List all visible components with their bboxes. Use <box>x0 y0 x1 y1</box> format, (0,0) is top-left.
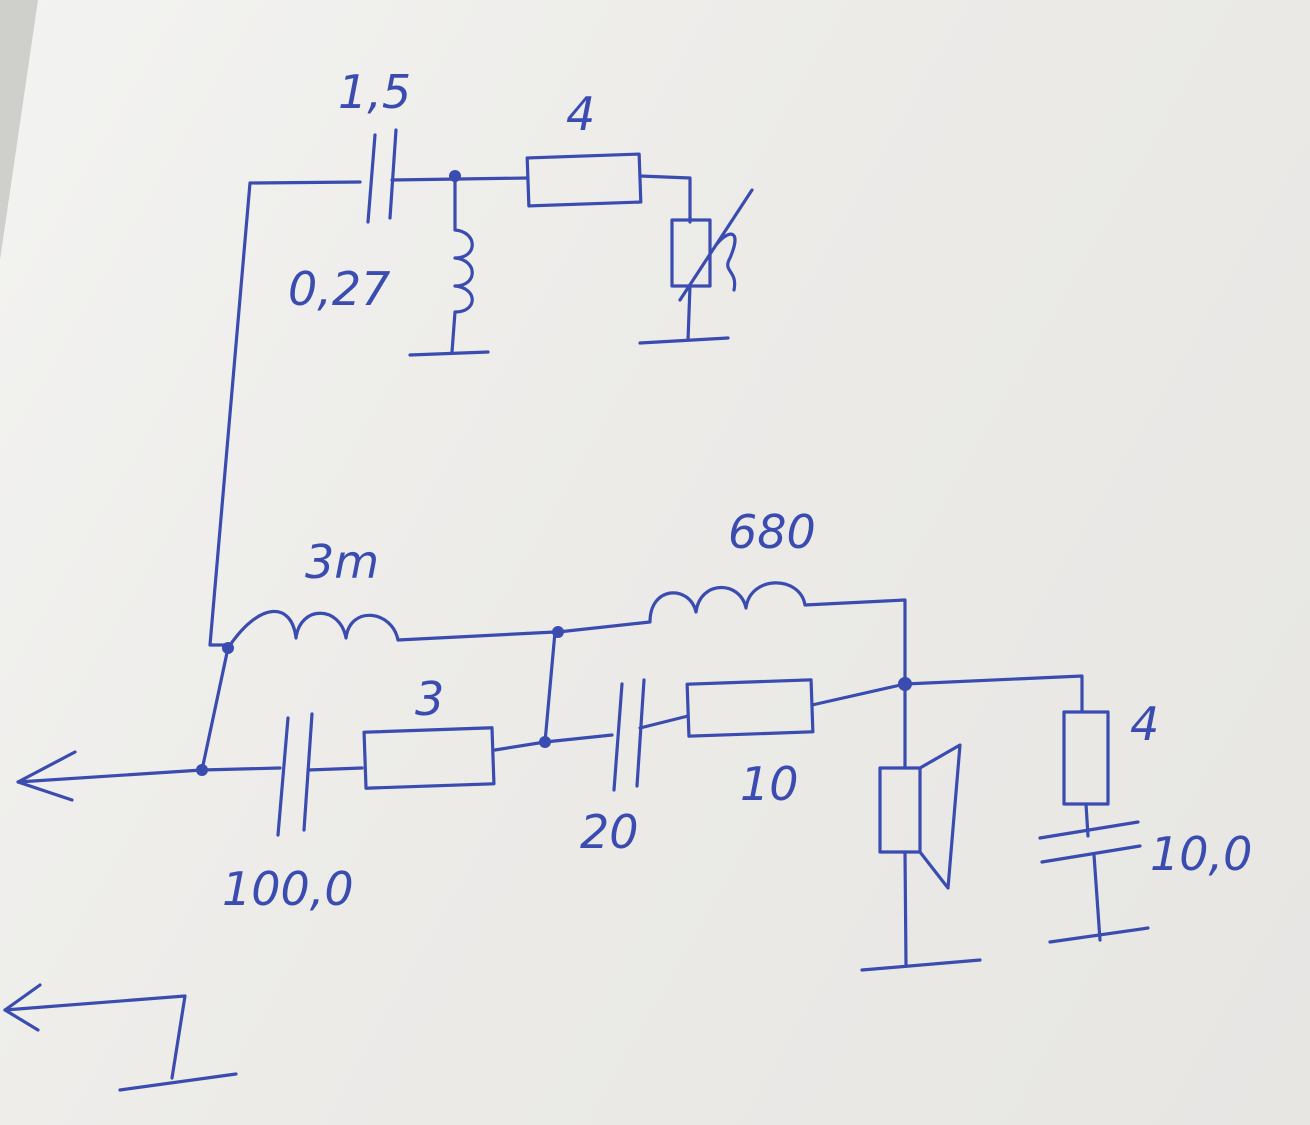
wire-to-c100 <box>200 766 282 772</box>
paper-corner <box>0 0 38 260</box>
label-r-right-4: 4 <box>1130 697 1159 751</box>
label-l-0-27: 0,27 <box>288 262 390 316</box>
top-branch <box>208 128 754 647</box>
speaker-symbol <box>878 743 962 890</box>
label-c-20: 20 <box>580 805 639 859</box>
wire-right-branch <box>903 674 1084 714</box>
capacitor-10-0 <box>1038 820 1142 864</box>
wire-r3-to-junction <box>493 740 547 752</box>
ground-top-left <box>408 350 490 357</box>
resistor-10 <box>685 678 815 738</box>
wire-mid-vertical <box>543 630 557 744</box>
resistor-right-4 <box>1062 710 1110 806</box>
left-feed-wire <box>208 180 362 647</box>
main-network <box>16 581 1150 972</box>
capacitor-100-0 <box>276 712 314 837</box>
capacitor-20 <box>612 678 646 792</box>
label-c-10-0: 10,0 <box>1150 827 1252 881</box>
wire-top-2 <box>638 174 692 224</box>
label-l-3m: 3m <box>305 535 379 589</box>
wire-to-r3 <box>306 766 364 772</box>
ground-top-right <box>638 336 730 345</box>
label-c-100-0: 100,0 <box>222 862 354 916</box>
resistor-vertical-top <box>670 218 712 288</box>
label-c-1-5: 1,5 <box>338 65 411 119</box>
capacitor-1-5 <box>366 128 398 224</box>
thermistor-stroke <box>678 188 754 302</box>
inductor-3m <box>226 609 557 650</box>
label-r-10: 10 <box>740 757 799 811</box>
ground-return <box>3 983 238 1092</box>
label-r-3: 3 <box>415 672 444 726</box>
ground-speaker <box>860 958 982 972</box>
output-arrow <box>16 750 204 802</box>
wire-c-to-ground <box>1092 853 1102 942</box>
wire-to-r10 <box>638 714 690 730</box>
wire-top-3 <box>686 284 692 342</box>
resistor-3 <box>362 726 496 790</box>
wire-r10-to-node <box>810 682 907 707</box>
inductor-680 <box>556 581 907 684</box>
label-r-top-4: 4 <box>566 87 595 141</box>
wire-left-vertical <box>200 646 230 772</box>
resistor-top-4 <box>525 152 643 208</box>
ground-right <box>1048 926 1150 944</box>
inductor-0-27 <box>450 174 474 354</box>
wire-speaker-ground <box>903 850 908 967</box>
label-l-680: 680 <box>728 505 816 559</box>
wire-to-c20 <box>543 733 614 744</box>
